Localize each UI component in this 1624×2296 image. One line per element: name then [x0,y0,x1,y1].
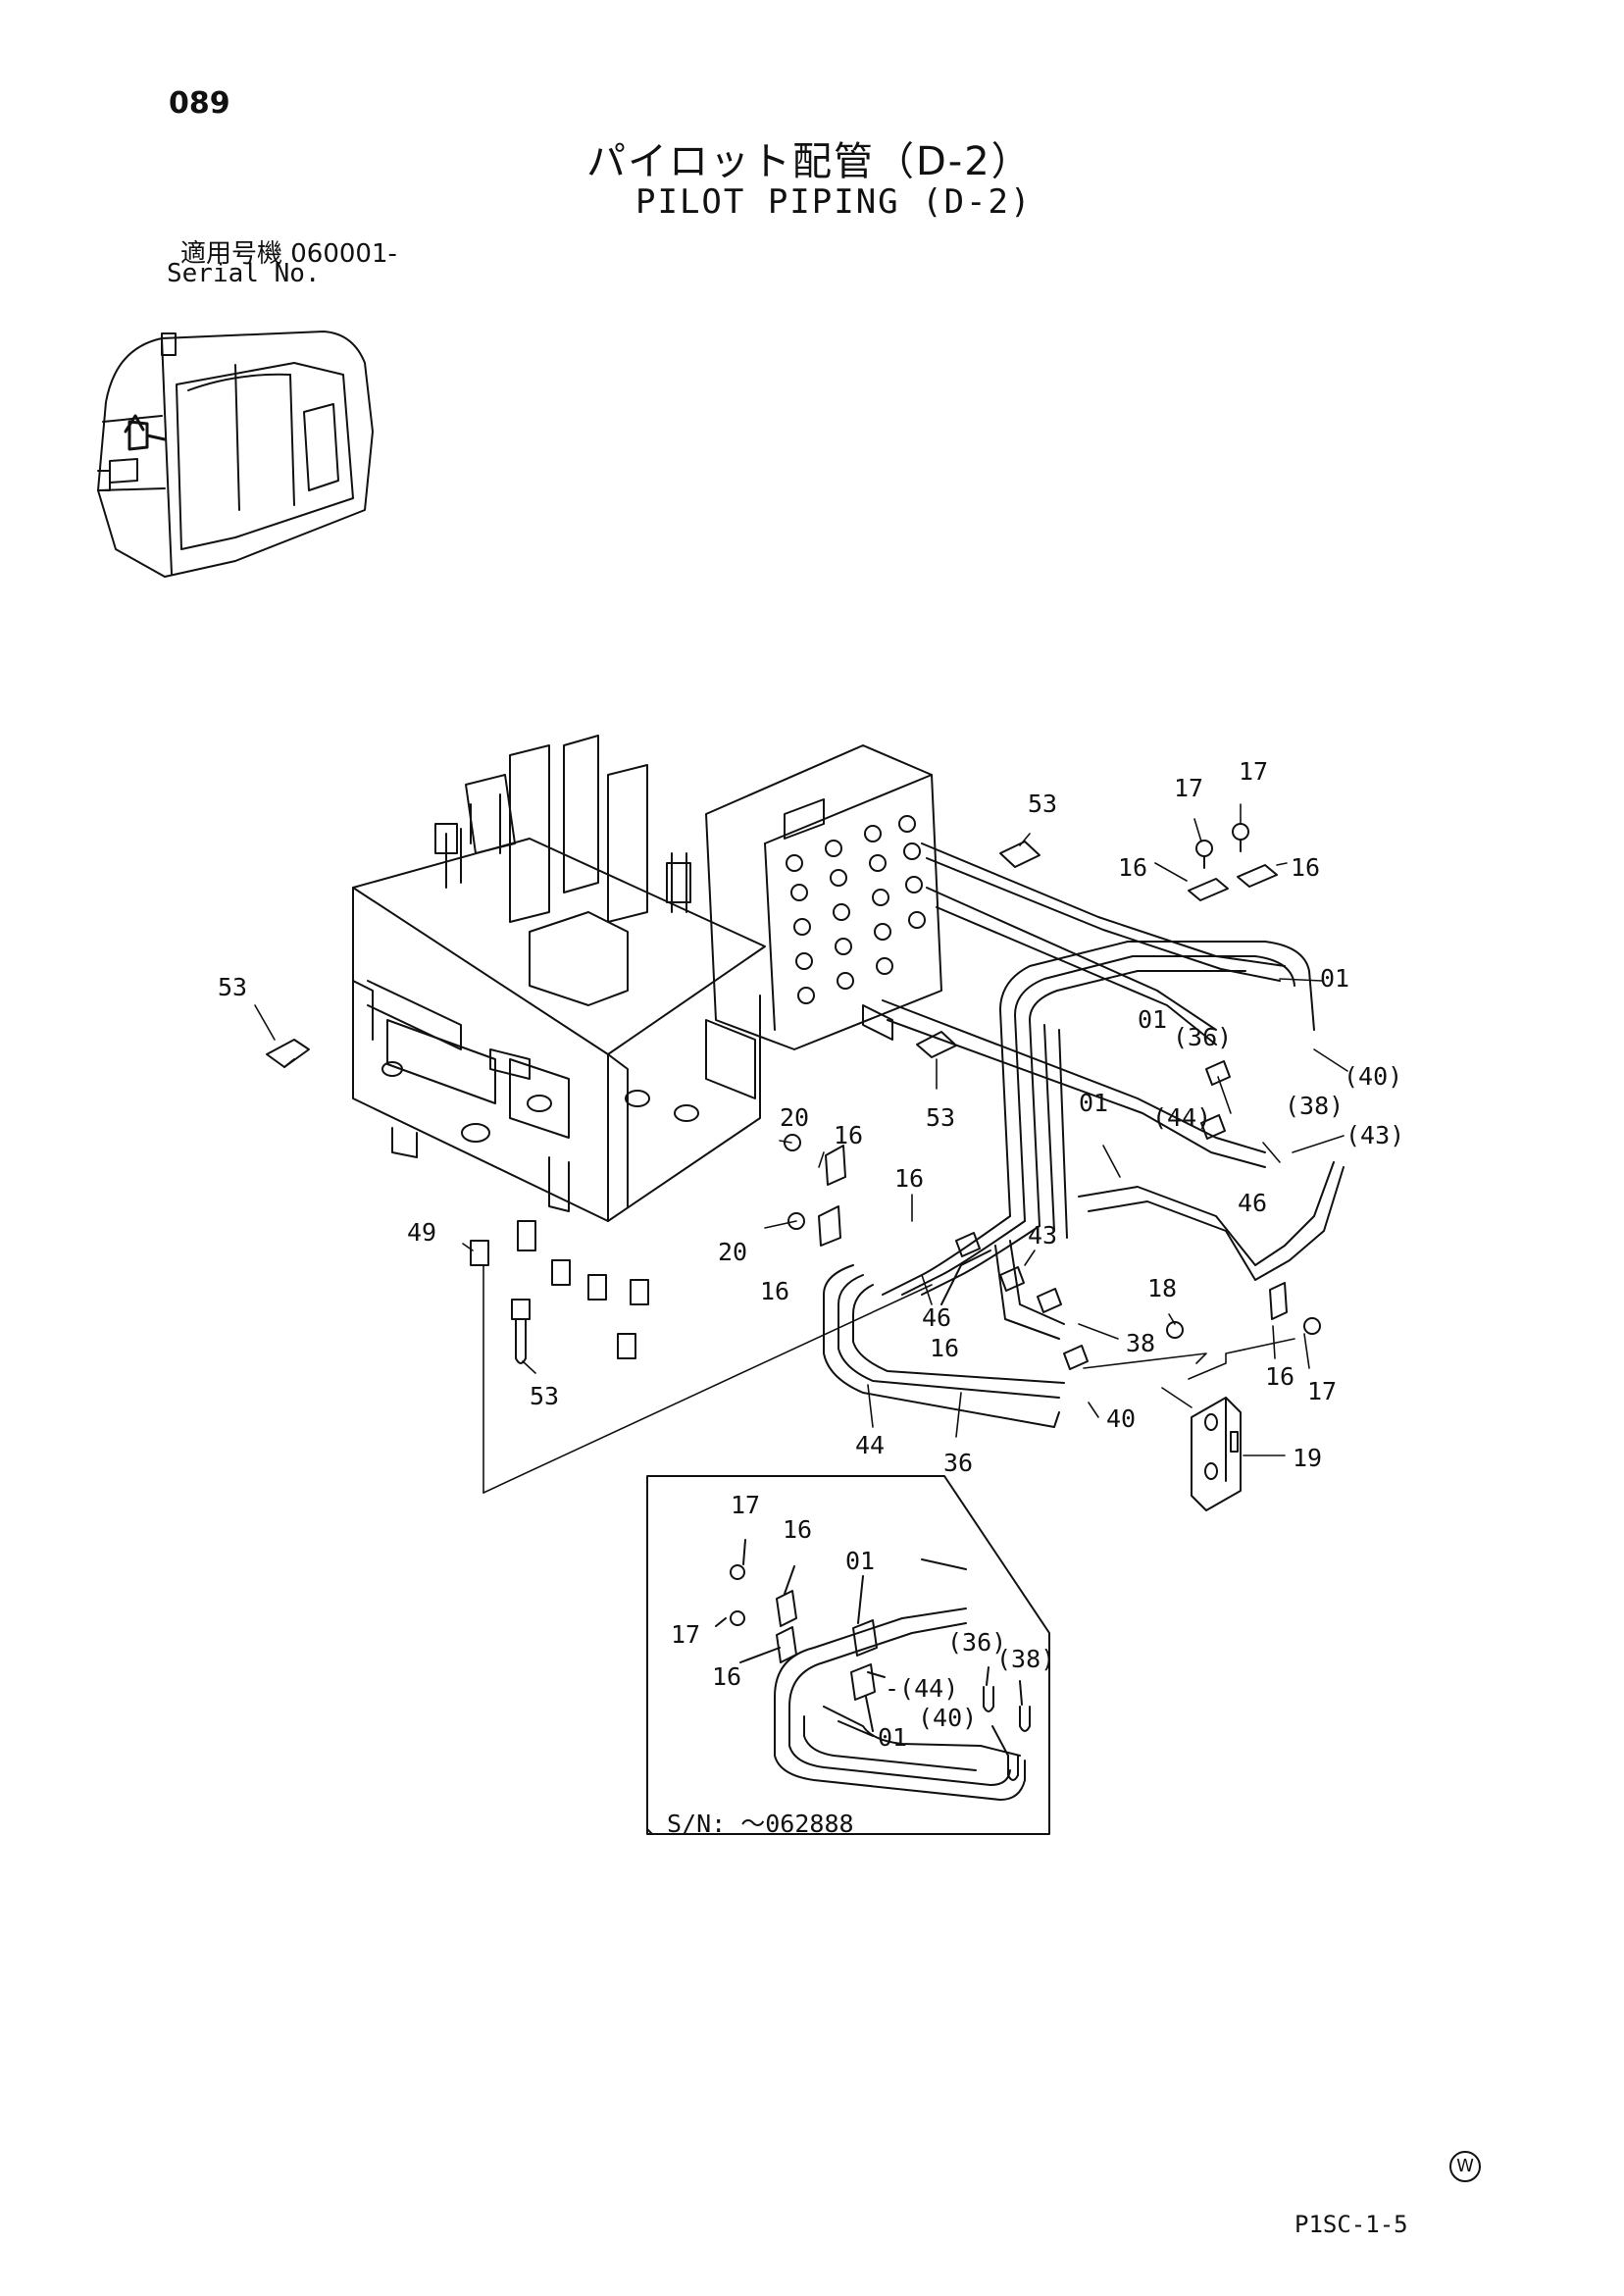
pressure-sensor [266,1039,310,1068]
callout-40: 40 [1106,1404,1136,1433]
pressure-sensor [511,1299,531,1364]
callout-44: 44 [855,1431,885,1459]
callout-46: 46 [1238,1189,1267,1217]
fitting [999,1266,1025,1292]
callout-36-ref: (36) [947,1628,1006,1657]
callout-01: 01 [845,1547,875,1575]
bolt [1166,1321,1184,1339]
callout-18: 18 [1147,1274,1177,1302]
edition-mark-icon: W [1449,2151,1481,2182]
bolt [1195,840,1213,869]
bolt [787,1212,805,1230]
page-title-english: PILOT PIPING (D-2) [635,182,1033,222]
page-title-japanese: パイロット配管（D-2） [586,139,1033,184]
callout-16: 16 [1265,1362,1294,1391]
callout-16: 16 [760,1277,789,1305]
clamp [1188,878,1229,901]
page-number: 089 [169,86,230,121]
bolt [1232,823,1249,852]
fitting [1205,1060,1231,1086]
callout-53: 53 [926,1103,955,1132]
bolt [1303,1317,1321,1335]
callout-38: 38 [1126,1329,1155,1357]
callout-38-ref: (38) [1285,1092,1344,1120]
page-code: P1SC-1-5 [1294,2211,1408,2238]
callout-16: 16 [1118,853,1147,882]
callout-20: 20 [718,1238,747,1266]
callout-53: 53 [1028,790,1057,818]
callout-16: 16 [712,1662,741,1691]
callout-16: 16 [894,1164,924,1193]
callout-20: 20 [780,1103,809,1132]
fitting [1037,1288,1062,1313]
leader-lines [254,803,1348,1494]
clamp [818,1205,841,1247]
callout-53: 53 [530,1382,559,1410]
fitting [1200,1114,1226,1140]
callout-17: 17 [1307,1377,1337,1405]
callout-01: 01 [878,1723,907,1752]
fitting-group [470,1220,649,1359]
callout-01: 01 [1079,1089,1108,1117]
callout-36: 36 [943,1449,973,1477]
control-valve [352,735,766,1222]
clamp [825,1145,846,1186]
bracket [1191,1397,1242,1511]
clamp [1269,1282,1288,1320]
callout-40-ref: (40) [918,1704,977,1732]
excavator-location-icon [97,331,374,578]
callout-43: 43 [1028,1221,1057,1250]
bolt [784,1134,801,1151]
callout-01: 01 [1138,1005,1167,1034]
pilot-manifold [705,744,942,1050]
callout-46: 46 [922,1303,951,1332]
callout-43-ref: (43) [1345,1121,1404,1149]
callout-17: 17 [1239,757,1268,786]
callout-16: 16 [783,1515,812,1544]
inset-serial-note: S/N: ～062888 [667,1810,854,1838]
pressure-sensor [999,841,1040,868]
clamp [1237,864,1278,888]
pilot-piping [823,842,1345,1428]
callout-17: 17 [731,1491,760,1519]
callout-01: 01 [1320,964,1349,993]
callout-17: 17 [1174,774,1203,802]
inset-detail-box [646,1475,1050,1835]
callout-17: 17 [671,1620,700,1649]
callout-19: 19 [1293,1444,1322,1472]
fitting [1063,1345,1089,1370]
callout-16: 16 [834,1121,863,1149]
serial-label-japanese: 適用号機 060001- [180,239,397,269]
callout-49: 49 [407,1218,436,1247]
fitting [955,1232,981,1257]
callout-16: 16 [1291,853,1320,882]
callout-36-ref: (36) [1173,1023,1232,1051]
callout-44-ref: -(44) [885,1674,958,1703]
callout-53: 53 [218,973,247,1001]
serial-label-english: Serial No. [167,259,321,288]
callout-38-ref: (38) [996,1645,1055,1673]
callout-16: 16 [930,1334,959,1362]
pressure-sensor [916,1031,957,1058]
callout-44-ref: (44) [1152,1103,1211,1132]
callout-40-ref: (40) [1344,1062,1402,1091]
